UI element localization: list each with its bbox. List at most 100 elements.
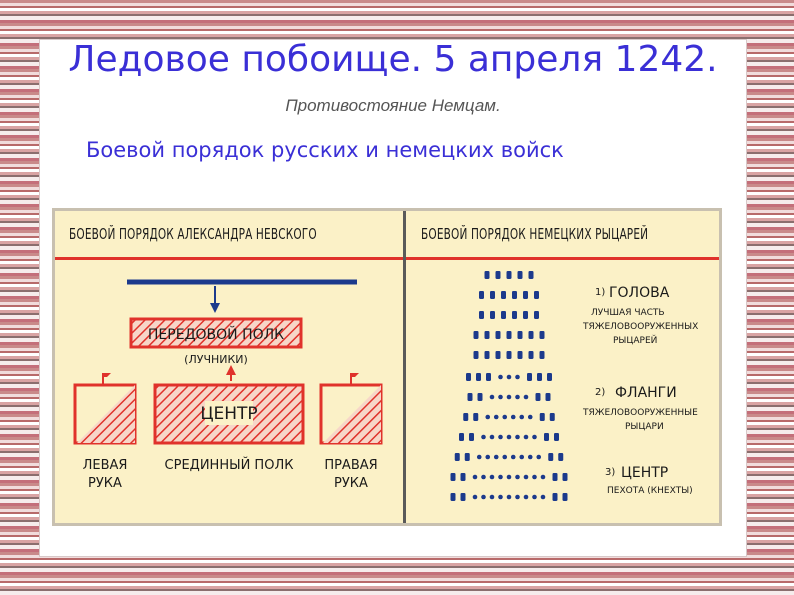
infantry-dot [515, 434, 520, 440]
knight-mark [552, 493, 558, 501]
legend-2-desc-1: ТЯЖЕЛОВООРУЖЕННЫЕ [582, 408, 698, 418]
knight-mark [479, 291, 484, 299]
knight-mark [562, 473, 568, 481]
left-hand-hatch [77, 385, 135, 443]
knight-mark [534, 291, 539, 299]
knight-mark [523, 311, 528, 319]
infantry-dot [498, 474, 503, 480]
legend-1-title: ГОЛОВА [609, 285, 670, 301]
knight-mark [490, 291, 495, 299]
header-rule [55, 257, 719, 260]
knight-mark [484, 351, 490, 359]
infantry-dot [472, 494, 478, 500]
knight-mark [464, 453, 470, 461]
infantry-dot [506, 374, 512, 380]
right-hand-label-2: РУКА [334, 476, 368, 491]
down-arrow-icon [210, 303, 220, 313]
infantry-dot [515, 494, 520, 500]
knight-mark [501, 291, 506, 299]
infantry-dot [536, 454, 542, 460]
right-hand-label-1: ПРАВАЯ [324, 458, 377, 473]
infantry-dot [515, 474, 520, 480]
infantry-dot [515, 394, 520, 400]
infantry-dot [506, 434, 512, 440]
knight-wedge [450, 271, 568, 501]
infantry-dot [498, 434, 503, 440]
knight-mark [512, 311, 517, 319]
infantry-dot [493, 414, 499, 420]
knight-mark [459, 433, 464, 441]
knight-mark [548, 453, 554, 461]
panel-divider [403, 211, 406, 523]
legend-2-number: 2) [595, 387, 605, 398]
middle-regiment-label: СРЕДИННЫЙ ПОЛК [165, 457, 294, 473]
infantry-dot [485, 454, 491, 460]
knight-mark [527, 373, 532, 381]
knight-mark [477, 393, 483, 401]
knight-mark [467, 393, 473, 401]
knight-mark [506, 331, 512, 339]
knight-mark [552, 473, 558, 481]
infantry-dot [527, 414, 533, 420]
slide-title: Ледовое побоище. 5 апреля 1242. [68, 39, 718, 80]
vanguard-label: ПЕРЕДОВОЙ ПОЛК [148, 325, 284, 343]
knight-mark [454, 453, 460, 461]
infantry-dot [532, 474, 537, 480]
knight-mark [547, 373, 552, 381]
knight-mark [549, 413, 555, 421]
legend-1-desc-1: ЛУЧШАЯ ЧАСТЬ [591, 308, 665, 318]
knight-mark [473, 413, 479, 421]
legend-1-desc-2: ТЯЖЕЛОВООРУЖЕННЫХ [582, 322, 698, 332]
infantry-dot [510, 454, 516, 460]
knight-mark [554, 433, 559, 441]
infantry-dot [489, 434, 495, 440]
infantry-dot [506, 474, 512, 480]
infantry-dot [510, 414, 516, 420]
knight-mark [537, 373, 542, 381]
knight-mark [479, 311, 484, 319]
knight-mark [501, 311, 506, 319]
knight-mark [486, 373, 491, 381]
knight-mark [473, 331, 479, 339]
knight-mark [450, 493, 456, 501]
left-flag-icon [103, 373, 111, 377]
infantry-dot [515, 374, 520, 380]
knight-mark [517, 271, 523, 279]
knight-mark [495, 331, 501, 339]
infantry-dot [519, 454, 525, 460]
infantry-dot [498, 374, 503, 380]
infantry-dot [489, 494, 495, 500]
legend-3-number: 3) [605, 467, 615, 478]
infantry-dot [523, 494, 529, 500]
knight-mark [517, 351, 523, 359]
diagram-graphics: ПЕРЕДОВОЙ ПОЛК (ЛУЧНИКИ) ЦЕНТР ЛЕВАЯ РУК… [73, 271, 698, 501]
knight-mark [539, 331, 545, 339]
knight-mark [544, 433, 549, 441]
knight-mark [558, 453, 564, 461]
legend-3-desc-1: ПЕХОТА (КНЕХТЫ) [607, 486, 693, 496]
knight-mark [535, 393, 541, 401]
legend-2-desc-2: РЫЦАРИ [625, 422, 664, 432]
infantry-dot [498, 494, 503, 500]
infantry-dot [506, 394, 512, 400]
knight-mark [490, 311, 495, 319]
legend-1-desc-3: РЫЦАРЕЙ [613, 334, 657, 346]
infantry-dot [481, 434, 486, 440]
infantry-dot [523, 474, 529, 480]
knight-mark [539, 351, 545, 359]
infantry-dot [485, 414, 491, 420]
knight-mark [512, 291, 517, 299]
center-label: ЦЕНТР [200, 404, 257, 424]
infantry-dot [540, 494, 546, 500]
infantry-dot [540, 474, 546, 480]
infantry-dot [498, 394, 503, 400]
archers-label: (ЛУЧНИКИ) [184, 353, 248, 366]
knight-mark [484, 271, 490, 279]
knight-mark [495, 351, 501, 359]
slide-heading: Боевой порядок русских и немецких войск [86, 138, 564, 162]
legend-1-number: 1) [595, 287, 605, 298]
knight-mark [528, 351, 534, 359]
russian-panel-header: БОЕВОЙ ПОРЯДОК АЛЕКСАНДРА НЕВСКОГО [69, 225, 317, 243]
infantry-dot [502, 414, 508, 420]
knight-mark [460, 473, 466, 481]
